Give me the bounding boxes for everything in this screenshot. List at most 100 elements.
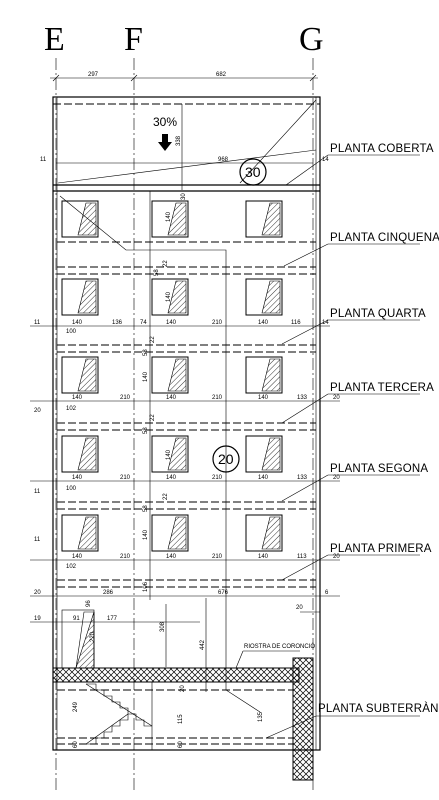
svg-text:22: 22 <box>163 493 169 500</box>
window-frame <box>151 514 189 552</box>
label-planta-cinquena: PLANTA CINQUENA <box>330 232 439 244</box>
svg-text:11: 11 <box>34 489 41 495</box>
underground-stair: 20 249 60 115 60 135 <box>57 682 293 750</box>
window-jamb-hatch <box>261 358 281 392</box>
svg-text:177: 177 <box>107 616 118 622</box>
svg-text:113: 113 <box>297 554 307 560</box>
window-frame <box>245 356 283 394</box>
svg-text:210: 210 <box>212 395 223 401</box>
window-jamb-hatch <box>167 280 187 314</box>
window-frame <box>245 514 283 552</box>
svg-text:20: 20 <box>333 395 340 401</box>
label-planta-segona: PLANTA SEGONA <box>330 463 428 475</box>
svg-text:20: 20 <box>296 605 303 611</box>
svg-text:135: 135 <box>258 711 264 722</box>
svg-text:210: 210 <box>120 554 131 560</box>
window-frame <box>245 278 283 316</box>
svg-text:58: 58 <box>154 269 160 276</box>
window-frame <box>245 435 283 473</box>
window-frame <box>61 200 99 238</box>
label-riostra: RIOSTRA DE CORONCIÓ <box>244 643 315 650</box>
retaining-wall <box>292 657 314 781</box>
windows <box>61 200 283 552</box>
svg-text:140: 140 <box>166 320 177 326</box>
svg-text:136: 136 <box>112 320 123 326</box>
ground-dims: 20 286 676 20 6 19 91 177 <box>30 590 340 623</box>
svg-text:58: 58 <box>143 349 149 356</box>
label-planta-tercera: PLANTA TERCERA <box>330 382 434 394</box>
vertical-reference-line <box>59 195 261 713</box>
window-jamb-hatch <box>261 280 281 314</box>
circle-30 <box>239 158 267 186</box>
svg-text:210: 210 <box>120 395 131 401</box>
svg-text:210: 210 <box>120 475 131 481</box>
window-jamb-hatch <box>77 358 97 392</box>
window-frame <box>61 435 99 473</box>
window-frame <box>151 278 189 316</box>
svg-text:140: 140 <box>166 449 172 460</box>
svg-text:676: 676 <box>218 590 229 596</box>
svg-text:140: 140 <box>258 320 269 326</box>
svg-text:6: 6 <box>325 590 329 596</box>
dim-682: 682 <box>216 72 227 78</box>
svg-text:133: 133 <box>297 475 308 481</box>
svg-text:11: 11 <box>34 537 41 543</box>
svg-text:20: 20 <box>333 554 340 560</box>
floor-slabs <box>57 241 316 588</box>
svg-text:308: 308 <box>160 621 166 632</box>
label-planta-subterrania: PLANTA SUBTERRÀNIA <box>318 702 439 715</box>
svg-text:140: 140 <box>166 475 177 481</box>
window-jamb-hatch <box>261 516 281 550</box>
svg-text:100: 100 <box>66 329 77 335</box>
dim-11-cob: 11 <box>40 157 47 163</box>
svg-text:100: 100 <box>66 486 77 492</box>
window-jamb-hatch <box>167 358 187 392</box>
window-jamb-hatch <box>261 437 281 471</box>
svg-text:140: 140 <box>166 291 172 302</box>
svg-text:20: 20 <box>180 685 186 692</box>
svg-text:140: 140 <box>143 371 149 382</box>
svg-text:20: 20 <box>34 408 41 414</box>
svg-text:140: 140 <box>72 320 83 326</box>
slope-label: 30% <box>153 115 177 129</box>
window-frame <box>245 200 283 238</box>
svg-text:102: 102 <box>66 406 77 412</box>
roof-slope-line <box>57 149 317 184</box>
svg-text:58: 58 <box>143 427 149 434</box>
label-planta-quarta: PLANTA QUARTA <box>330 308 426 320</box>
dim-297: 297 <box>88 72 99 78</box>
svg-text:210: 210 <box>212 554 223 560</box>
window-frame <box>61 514 99 552</box>
svg-text:91: 91 <box>73 616 80 622</box>
window-jamb-hatch <box>77 202 97 236</box>
floor-labels: PLANTA COBERTA PLANTA CINQUENA PLANTA QU… <box>265 143 439 739</box>
window-jamb-hatch <box>167 516 187 550</box>
svg-text:20: 20 <box>333 475 340 481</box>
slope-arrow-icon <box>158 134 172 151</box>
dim-14-cob: 14 <box>322 157 329 163</box>
svg-text:140: 140 <box>72 475 83 481</box>
svg-text:140: 140 <box>258 475 269 481</box>
svg-text:210: 210 <box>212 475 223 481</box>
entrance-hatch <box>75 611 95 669</box>
dim-rows: 11 140 136 74 140 210 140 116 14 100 20 … <box>30 320 340 570</box>
svg-text:140: 140 <box>166 395 177 401</box>
vertical-dims: 30 22 58 22 58 22 58 22 58 106 140 140 1… <box>143 191 187 600</box>
svg-text:210: 210 <box>212 320 223 326</box>
axis-g-label: G <box>299 21 324 58</box>
circle-30-text: 30 <box>245 164 261 180</box>
svg-text:30: 30 <box>181 193 187 200</box>
svg-text:140: 140 <box>166 554 177 560</box>
svg-text:106: 106 <box>143 581 149 592</box>
svg-text:140: 140 <box>258 395 269 401</box>
window-jamb-hatch <box>261 202 281 236</box>
svg-text:22: 22 <box>163 260 169 267</box>
svg-text:133: 133 <box>297 395 308 401</box>
svg-text:11: 11 <box>34 320 41 326</box>
axis-e-label: E <box>44 21 65 58</box>
svg-text:19: 19 <box>34 616 41 622</box>
svg-text:140: 140 <box>258 554 269 560</box>
label-planta-primera: PLANTA PRIMERA <box>330 543 432 555</box>
svg-text:140: 140 <box>72 554 83 560</box>
